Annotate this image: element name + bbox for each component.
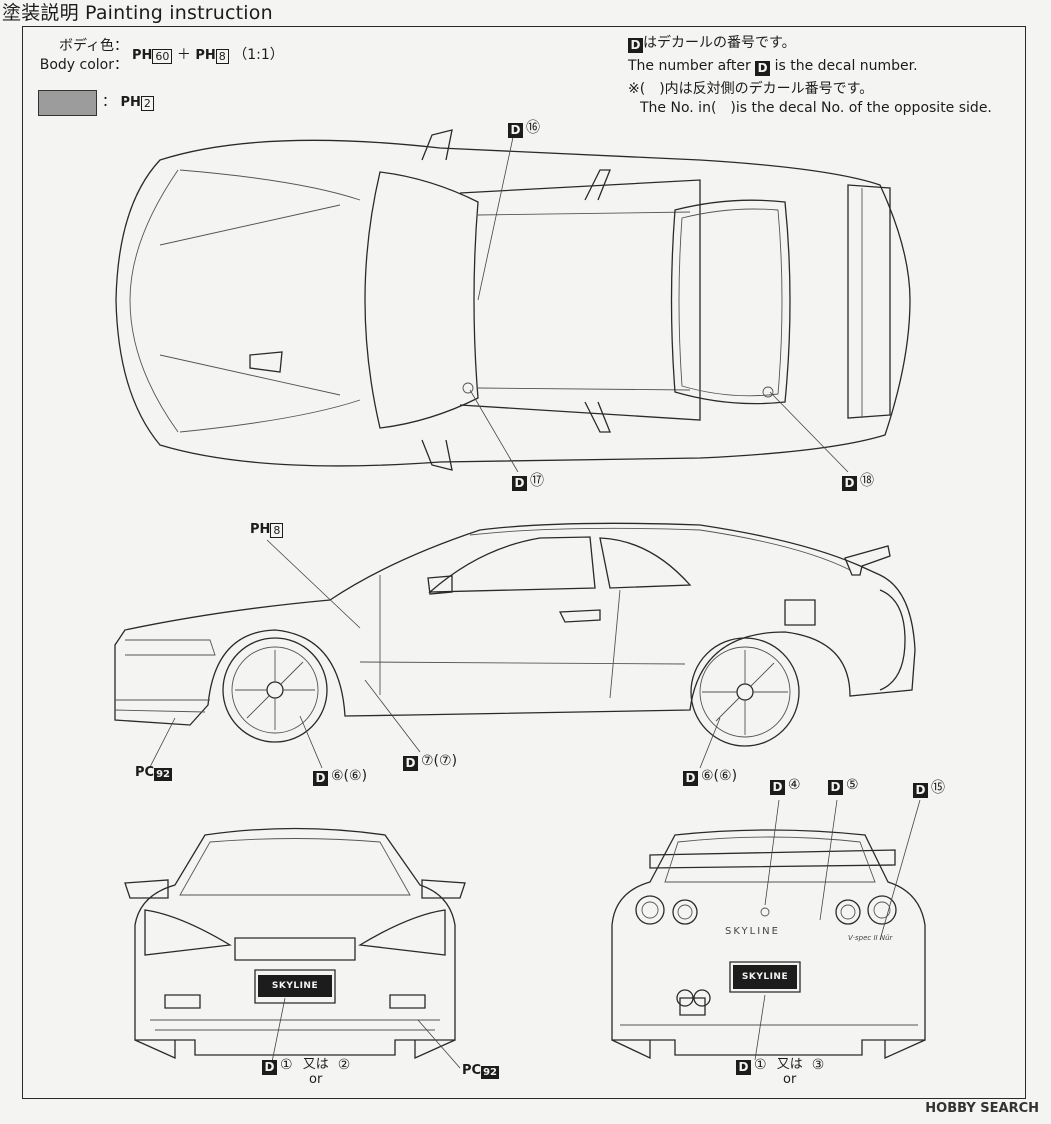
front-view-car [124,827,466,1069]
decal-d-icon: D [683,771,698,786]
rear-license-plate: SKYLINE [733,965,797,989]
decal-d-icon: D [403,756,418,771]
decal-d-icon: D [770,780,785,795]
top-view-car [115,127,911,473]
swatch-code-num: 2 [140,96,154,111]
decal-d-icon: D [512,476,527,491]
paint-code-prefix: PH [195,48,216,63]
decal-d-icon: D [842,476,857,491]
decal-d-icon: D [313,771,328,786]
body-color-label-en: Body color： [39,57,128,73]
decal-d-icon: D [828,780,843,795]
paint-code-prefix: PH [132,48,153,63]
swatch-code-prefix: PH [120,95,141,110]
side-view-car [114,522,916,769]
decal-d-icon: D [913,783,928,798]
rear-view-car [611,799,926,1061]
body-color-labels: ボディ色： Body color： [38,37,128,75]
rear-badge: SKYLINE [725,926,780,937]
mix-ratio: （1:1） [233,47,284,63]
decal-d-icon: D [262,1060,277,1075]
swatch-sep: ： [102,94,116,110]
legend-line-2: The number after D is the decal number. [628,58,918,76]
decal-d-icon: D [628,38,643,53]
plus-sign: ＋ [176,47,191,63]
decal-d-icon: D [736,1060,751,1075]
watermark: HOBBY SEARCH [925,1101,1039,1116]
legend-line-3: ※( )内は反対側のデカール番号です。 [628,81,874,97]
rear-grade-badge: V·spec II Nür [848,934,893,942]
legend-line-4: The No. in( )is the decal No. of the opp… [640,100,992,116]
page-title: 塗装説明 Painting instruction [2,0,277,25]
body-color-label-jp: ボディ色： [58,38,128,54]
paint-code-60: 60 [152,49,173,64]
color-swatch [38,90,97,116]
front-license-plate: SKYLINE [258,975,332,997]
decal-d-icon: D [755,61,771,76]
paint-code-8: 8 [215,49,229,64]
decal-d-icon: D [508,123,523,138]
instruction-frame [22,26,1026,1099]
